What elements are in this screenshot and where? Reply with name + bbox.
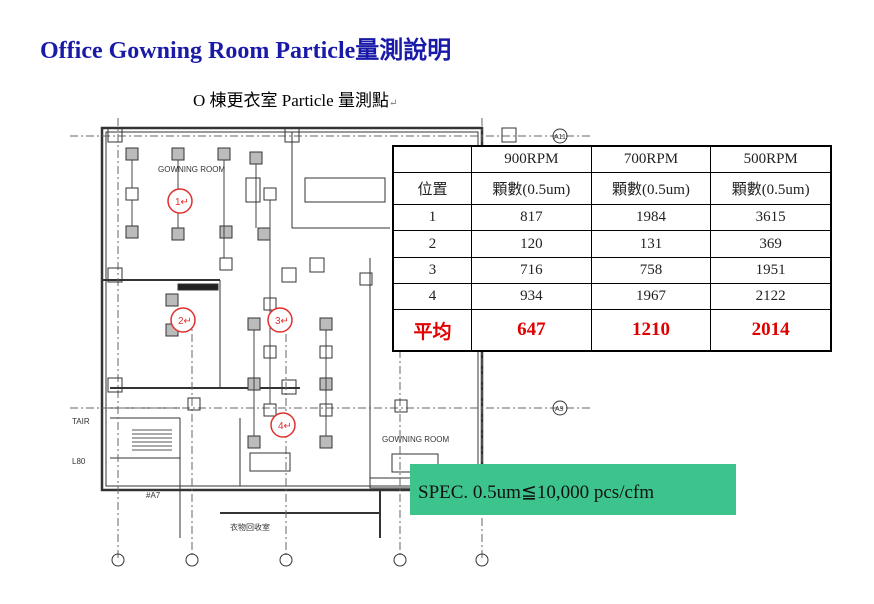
table-cell: 2122 xyxy=(710,282,831,311)
table-cell: 817 xyxy=(471,204,592,232)
table-cell: 934 xyxy=(471,282,592,311)
point-2-marker xyxy=(170,307,196,333)
room-label-top: GOWNING ROOM xyxy=(158,165,225,174)
level-label: L80 xyxy=(72,457,86,466)
table-cell: 1951 xyxy=(710,256,831,284)
average-cell: 2014 xyxy=(710,309,831,351)
plan-caption: O 棟更衣室 Particle 量測點↵ xyxy=(193,86,397,111)
plan-caption-text: O 棟更衣室 Particle 量測點 xyxy=(193,91,389,110)
table-cell: 131 xyxy=(590,230,712,258)
table-row: 1 817 1984 3615 xyxy=(393,204,831,232)
point-2-label: 2↵ xyxy=(178,316,192,327)
table-header-units: 位置 顆數(0.5um) 顆數(0.5um) 顆數(0.5um) xyxy=(393,172,831,206)
average-label: 平均 xyxy=(393,309,472,351)
table-cell: 758 xyxy=(590,256,712,284)
table-header-cell: 位置 xyxy=(393,172,472,206)
table-header-speeds: 900RPM 700RPM 500RPM xyxy=(393,145,831,174)
floor-plan-drawing: GOWNING ROOM GOWNING ROOM A11 A9 TAIR L8… xyxy=(70,118,590,567)
table-row: 2 120 131 369 xyxy=(393,230,831,258)
table-cell: 3615 xyxy=(710,204,831,232)
table-cell: 1967 xyxy=(590,282,712,311)
table-cell: 1984 xyxy=(590,204,712,232)
average-cell: 647 xyxy=(471,309,592,351)
grid-label-a11: A11 xyxy=(554,134,566,141)
room-label-bottom: GOWNING ROOM xyxy=(382,435,449,444)
table-header-cell: 顆數(0.5um) xyxy=(590,172,712,206)
grid-note-a7: #A7 xyxy=(146,491,161,500)
table-cell: 716 xyxy=(471,256,592,284)
table-cell: 2 xyxy=(393,230,472,258)
average-cell: 1210 xyxy=(590,309,712,351)
point-4-label: 4↵ xyxy=(278,421,292,432)
point-1-label: 1↵ xyxy=(175,197,189,208)
grid-label-a9: A9 xyxy=(555,406,564,413)
table-header-cell: 900RPM xyxy=(471,145,592,174)
table-header-cell xyxy=(393,145,472,174)
table-cell: 4 xyxy=(393,282,472,311)
table-header-cell: 顆數(0.5um) xyxy=(710,172,831,206)
table-cell: 369 xyxy=(710,230,831,258)
table-header-cell: 顆數(0.5um) xyxy=(471,172,592,206)
table-row: 3 716 758 1951 xyxy=(393,256,831,284)
slide-title: Office Gowning Room Particle量測說明 xyxy=(40,38,452,64)
table-average-row: 平均 647 1210 2014 xyxy=(393,309,831,351)
point-3-marker xyxy=(267,307,293,333)
point-4-marker xyxy=(270,412,296,438)
table-header-cell: 500RPM xyxy=(710,145,831,174)
point-1-marker xyxy=(167,188,193,214)
spec-box: SPEC. 0.5um≦10,000 pcs/cfm xyxy=(410,464,736,515)
table-cell: 120 xyxy=(471,230,592,258)
particle-table: 900RPM 700RPM 500RPM 位置 顆數(0.5um) 顆數(0.5… xyxy=(392,145,832,352)
point-3-label: 3↵ xyxy=(275,316,289,327)
table-row: 4 934 1967 2122 xyxy=(393,282,831,311)
table-cell: 3 xyxy=(393,256,472,284)
return-mark: ↵ xyxy=(388,98,398,109)
closet-label: 衣物回收室 xyxy=(230,522,270,532)
table-header-cell: 700RPM xyxy=(590,145,712,174)
stair-label: TAIR xyxy=(72,417,90,426)
table-cell: 1 xyxy=(393,204,472,232)
